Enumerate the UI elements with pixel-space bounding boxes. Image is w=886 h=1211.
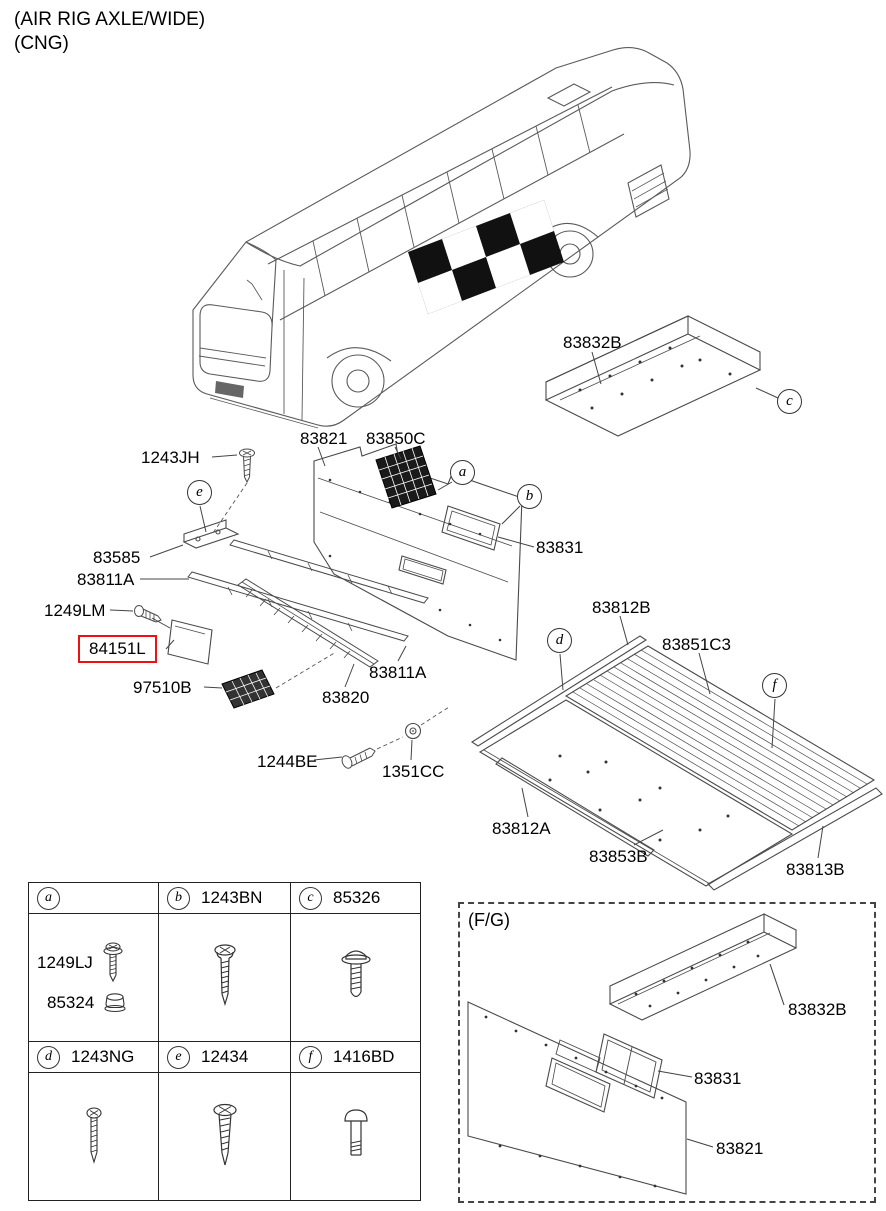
part-label-83851c3[interactable]: 83851C3 (662, 635, 732, 654)
screw-1243ng-icon (85, 1106, 102, 1164)
legend-content-e (158, 1072, 291, 1201)
panel-83821-drawing (313, 443, 523, 661)
screw-1249lj-icon (103, 942, 123, 983)
legend-header-d: d 1243NG (28, 1041, 159, 1073)
fg-inset-title: (F/G) (468, 910, 510, 930)
inset-label-83832b[interactable]: 83832B (788, 1000, 847, 1019)
bolt-1416bd-icon (343, 1108, 368, 1156)
assembly-dashed-lines (212, 482, 450, 750)
part-label-83850c[interactable]: 83850C (366, 429, 426, 448)
screw-1244be-icon (341, 747, 376, 769)
part-label-83821[interactable]: 83821 (300, 429, 348, 448)
sill-strips-drawing (187, 539, 429, 668)
highlighted-part-box[interactable]: 84151L (78, 635, 157, 663)
legend-callout-e: e (167, 1045, 190, 1069)
legend-content-a: 1249LJ 85324 (28, 913, 159, 1042)
legend-content-f (290, 1072, 421, 1201)
callout-d: d (547, 628, 572, 653)
legend-header-e: e 12434 (158, 1041, 291, 1073)
mesh-83850c-drawing (375, 445, 437, 509)
part-label-83812b[interactable]: 83812B (592, 598, 651, 617)
screw-1243jh-icon (239, 448, 255, 484)
part-code-1249lj[interactable]: 1249LJ (37, 953, 93, 972)
legend-code-b[interactable]: 1243BN (201, 888, 263, 907)
legend-callout-a: a (37, 886, 60, 910)
nut-85324-icon (104, 993, 126, 1013)
page-title-line2: (CNG) (14, 32, 69, 54)
callout-c: c (777, 389, 802, 414)
legend-code-f[interactable]: 1416BD (333, 1047, 395, 1066)
part-label-83812a[interactable]: 83812A (492, 819, 551, 838)
part-label-83832b[interactable]: 83832B (563, 333, 622, 352)
callout-e: e (187, 480, 212, 505)
callout-b: b (517, 484, 542, 509)
part-label-83831[interactable]: 83831 (536, 538, 584, 557)
grille-97510b-drawing (221, 669, 275, 709)
part-code-85324[interactable]: 85324 (47, 993, 95, 1012)
screw-12434-icon (212, 1103, 237, 1165)
washer-1351cc-icon (404, 722, 422, 740)
part-label-83853b[interactable]: 83853B (589, 847, 648, 866)
part-label-1351cc[interactable]: 1351CC (382, 762, 445, 781)
legend-content-c (290, 913, 421, 1042)
callout-a: a (450, 460, 475, 485)
part-label-1249lm[interactable]: 1249LM (44, 601, 106, 620)
floor-highlight-checker (408, 200, 564, 314)
inset-label-83831[interactable]: 83831 (694, 1069, 742, 1088)
inset-label-83821[interactable]: 83821 (716, 1139, 764, 1158)
part-label-97510b[interactable]: 97510B (133, 678, 192, 697)
part-label-83813b[interactable]: 83813B (786, 860, 845, 879)
part-label-83585[interactable]: 83585 (93, 548, 141, 567)
legend-content-d (28, 1072, 159, 1201)
page-title-line1: (AIR RIG AXLE/WIDE) (14, 9, 206, 30)
highlighted-part-label-84151l: 84151L (89, 639, 146, 658)
legend-header-b: b 1243BN (158, 882, 291, 914)
legend-code-c[interactable]: 85326 (333, 888, 381, 907)
callout-f: f (762, 673, 787, 698)
bracket-83585-drawing (182, 519, 240, 549)
part-label-1244be[interactable]: 1244BE (257, 752, 318, 771)
legend-header-c: c 85326 (290, 882, 421, 914)
leader-lines (109, 351, 824, 859)
part-label-1243jh[interactable]: 1243JH (141, 448, 200, 467)
fastener-legend-table: a b 1243BN c 85326 1249LJ (28, 882, 421, 1201)
legend-callout-c: c (299, 886, 322, 910)
fg-inset-frame (458, 902, 876, 1203)
part-label-83820[interactable]: 83820 (322, 688, 370, 707)
screw-1249lm-icon (134, 605, 162, 623)
legend-callout-b: b (167, 886, 190, 910)
screw-1243bn-icon (213, 943, 236, 1006)
legend-code-d[interactable]: 1243NG (71, 1047, 135, 1066)
part-label-83811a-right[interactable]: 83811A (369, 663, 427, 682)
legend-header-a: a (28, 882, 159, 914)
legend-content-b (158, 913, 291, 1042)
part-label-83811a-left[interactable]: 83811A (77, 570, 135, 589)
floor-assembly-drawing (470, 635, 883, 891)
legend-callout-d: d (37, 1045, 60, 1069)
legend-code-e[interactable]: 12434 (201, 1047, 249, 1066)
legend-callout-f: f (299, 1045, 322, 1069)
vent-83831-drawing (441, 505, 501, 551)
bus-drawing (192, 47, 691, 429)
pad-84151l-drawing (167, 619, 213, 665)
legend-header-f: f 1416BD (290, 1041, 421, 1073)
clip-85326-icon (340, 949, 371, 997)
page-title: (AIR RIG AXLE/WIDE) (CNG) (14, 8, 205, 56)
